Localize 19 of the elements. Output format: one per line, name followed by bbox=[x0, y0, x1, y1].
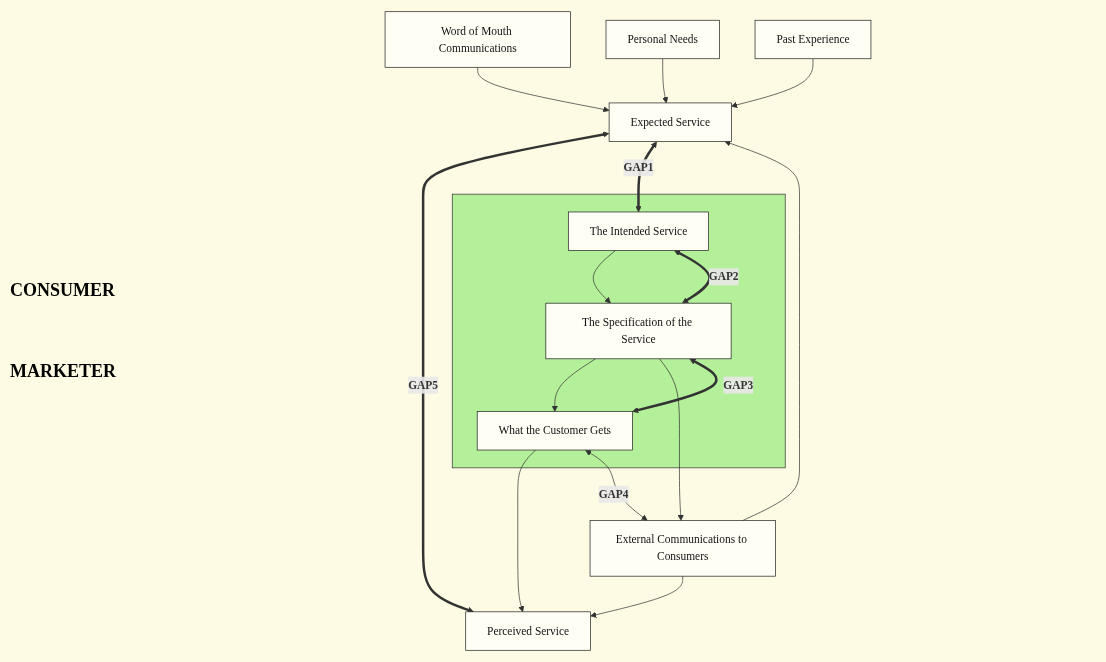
edge-label: GAP1 bbox=[623, 161, 654, 174]
node-box: Personal Needs bbox=[605, 19, 720, 60]
cluster bbox=[451, 193, 786, 469]
edge-label: GAP5 bbox=[408, 378, 438, 391]
node-box: Word of Mouth Communications bbox=[384, 11, 571, 68]
node-box: The Intended Service bbox=[568, 211, 709, 251]
edge-label: GAP3 bbox=[723, 378, 754, 391]
node-box: Expected Service bbox=[608, 102, 732, 142]
arrow bbox=[674, 250, 711, 304]
edge-label: GAP4 bbox=[598, 487, 629, 500]
edge-label: GAP2 bbox=[708, 270, 739, 283]
section-label: MARKETER bbox=[10, 361, 117, 382]
arrow bbox=[632, 358, 718, 414]
node-box: External Communications to Consumers bbox=[589, 520, 776, 577]
node-box: Past Experience bbox=[754, 19, 872, 60]
node-box: The Specification of the Service bbox=[545, 302, 732, 360]
node-box: Perceived Service bbox=[465, 611, 591, 651]
node-box: What the Customer Gets bbox=[476, 411, 633, 451]
section-label: CONSUMER bbox=[10, 280, 116, 301]
